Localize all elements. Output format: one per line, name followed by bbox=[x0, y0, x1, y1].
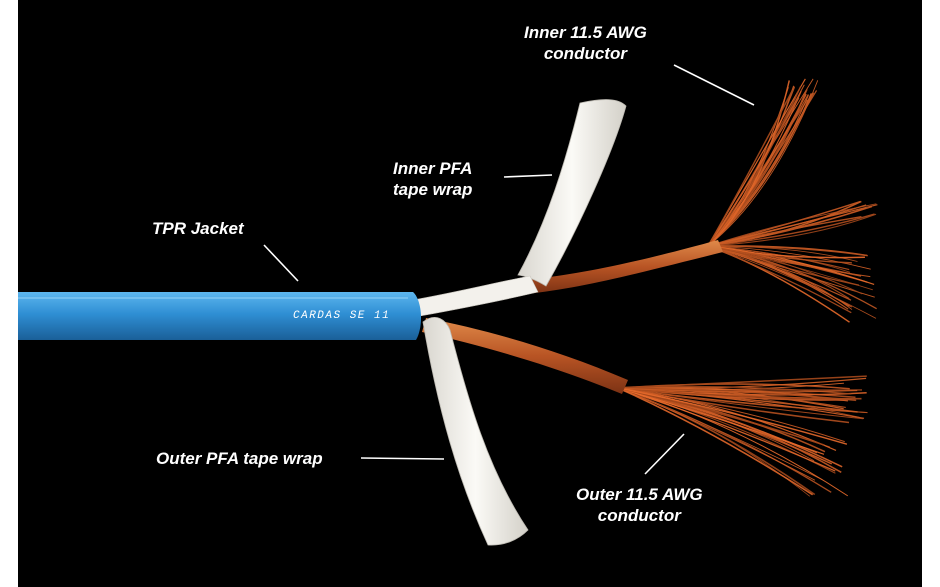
copper-strand bbox=[617, 387, 848, 445]
copper-strand bbox=[707, 245, 852, 264]
copper-strand bbox=[707, 87, 789, 247]
label-inner-tape: Inner PFA tape wrap bbox=[393, 159, 473, 199]
copper-strand bbox=[707, 203, 877, 247]
label-inner-conductor: Inner 11.5 AWG conductor bbox=[524, 23, 647, 63]
copper-strand bbox=[707, 206, 873, 247]
outer-conductor-core bbox=[422, 318, 628, 394]
leader-outer-tape bbox=[360, 457, 445, 460]
label-outer-conductor: Outer 11.5 AWG conductor bbox=[576, 485, 703, 525]
leader-inner-tape bbox=[503, 174, 553, 178]
copper-strand bbox=[617, 387, 814, 496]
label-outer-tape: Outer PFA tape wrap bbox=[156, 449, 323, 468]
leader-jacket bbox=[263, 244, 299, 282]
copper-strand bbox=[617, 387, 825, 455]
inner-conductor-strands bbox=[707, 78, 878, 323]
copper-strand bbox=[617, 387, 858, 393]
inner-tape-band bbox=[412, 275, 539, 317]
cable-diagram: CARDAS SE 11 Inner 11.5 AWG conductor In… bbox=[18, 0, 922, 587]
outer-tape-ribbon bbox=[422, 317, 529, 546]
copper-strand bbox=[707, 245, 871, 270]
leader-outer-conductor bbox=[644, 433, 685, 475]
copper-strand bbox=[707, 89, 794, 247]
copper-strand bbox=[617, 387, 864, 420]
inner-tape-ribbon bbox=[517, 99, 627, 287]
copper-strand bbox=[617, 387, 816, 496]
copper-strand bbox=[707, 245, 852, 314]
copper-strand bbox=[617, 387, 816, 481]
copper-strand bbox=[707, 80, 790, 247]
jacket-print: CARDAS SE 11 bbox=[293, 310, 390, 322]
cable-illustration: CARDAS SE 11 bbox=[18, 64, 878, 546]
leader-inner-conductor bbox=[673, 64, 755, 106]
copper-strand bbox=[707, 245, 875, 286]
tpr-jacket bbox=[18, 292, 422, 340]
copper-strand bbox=[707, 245, 877, 319]
copper-strand bbox=[707, 245, 868, 257]
outer-conductor-strands bbox=[617, 375, 868, 497]
copper-strand bbox=[707, 213, 877, 247]
inner-conductor-core bbox=[523, 240, 723, 294]
label-jacket: TPR Jacket bbox=[152, 219, 244, 238]
copper-strand bbox=[617, 387, 845, 443]
copper-strand bbox=[707, 204, 878, 247]
